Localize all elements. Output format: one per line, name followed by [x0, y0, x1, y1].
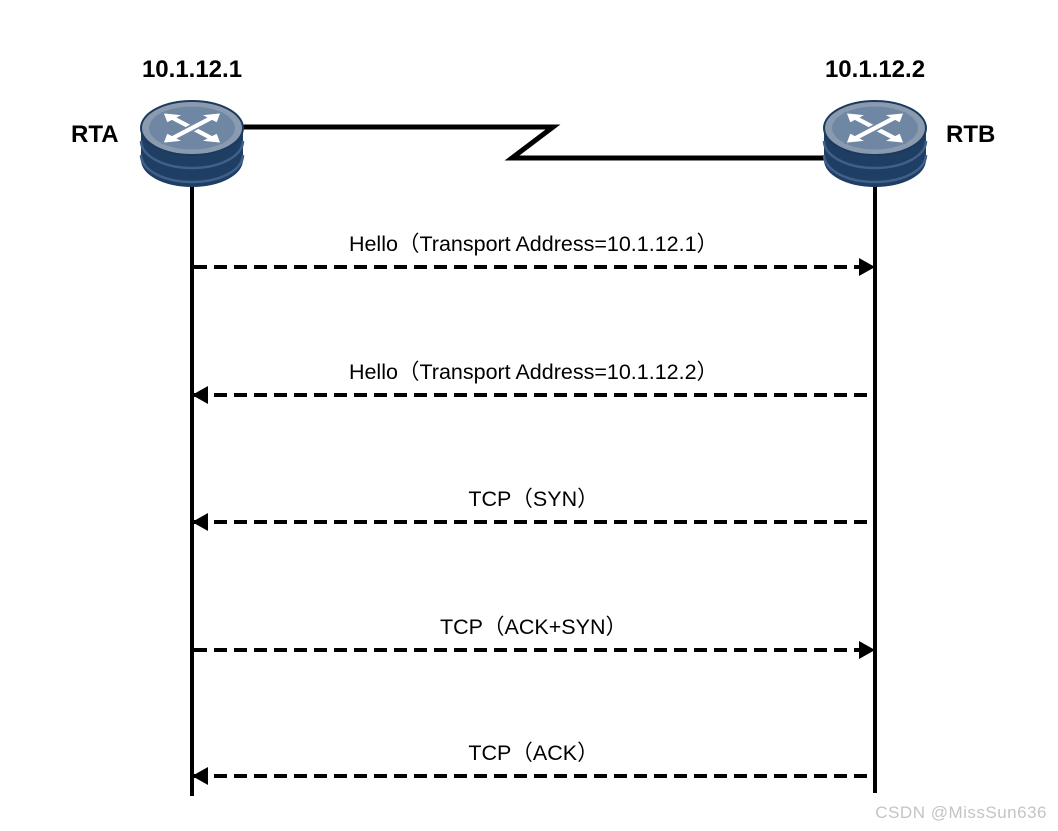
dashed-arrow-line [194, 520, 873, 524]
rtb-name-label: RTB [946, 121, 996, 148]
message-tcp-syn: TCP（SYN） [192, 478, 875, 531]
message-label: Hello（Transport Address=10.1.12.1） [348, 232, 719, 256]
arrowhead-right-icon [859, 641, 875, 659]
csdn-watermark: CSDN @MissSun636 [875, 803, 1047, 822]
message-hello-rtb-to-rta: Hello（Transport Address=10.1.12.2） [192, 351, 875, 404]
arrowhead-right-icon [859, 258, 875, 276]
router-icon-rtb [822, 99, 928, 189]
rta-name-label: RTA [71, 121, 119, 148]
message-tcp-ack: TCP（ACK） [192, 732, 875, 785]
arrowhead-left-icon [192, 386, 208, 404]
dashed-arrow-line [194, 774, 873, 778]
dashed-arrow-line [194, 265, 873, 269]
arrowhead-left-icon [192, 513, 208, 531]
message-label: TCP（ACK+SYN） [440, 615, 627, 639]
dashed-arrow-line [194, 648, 873, 652]
dashed-arrow-line [194, 393, 873, 397]
router-icon-rta [139, 99, 245, 189]
message-hello-rta-to-rtb: Hello（Transport Address=10.1.12.1） [192, 223, 875, 276]
arrowhead-left-icon [192, 767, 208, 785]
message-label: Hello（Transport Address=10.1.12.2） [348, 360, 719, 384]
rta-ip-label: 10.1.12.1 [141, 56, 243, 83]
rtb-ip-label: 10.1.12.2 [824, 56, 926, 83]
message-label: TCP（ACK） [468, 741, 599, 765]
message-tcp-ack-syn: TCP（ACK+SYN） [192, 606, 875, 659]
message-label: TCP（SYN） [468, 487, 599, 511]
router-link-line [243, 124, 824, 161]
